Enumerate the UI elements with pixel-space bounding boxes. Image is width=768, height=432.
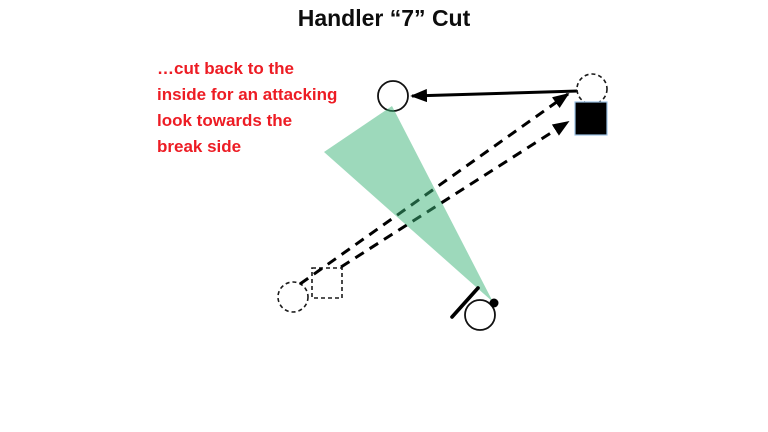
cutter-deep-position-circle	[576, 73, 608, 105]
annotation-text: …cut back to the inside for an attacking…	[157, 56, 337, 160]
cut-back-inside-arrow	[410, 88, 579, 103]
annotation-line-1: …cut back to the	[157, 59, 294, 78]
defender-current-position-square	[574, 101, 608, 136]
marker-force-line	[450, 286, 480, 319]
thrower-circle	[464, 299, 496, 331]
annotation-line-2: inside for an attacking	[157, 85, 338, 104]
defender-upfield-path-arrow	[340, 120, 570, 269]
break-side-throwing-lane-cone	[324, 106, 493, 302]
defender-start-position-square	[311, 267, 343, 299]
annotation-line-3: look towards the	[157, 111, 293, 130]
disc-dot	[489, 298, 499, 308]
cutter-current-position-circle	[377, 80, 409, 112]
slide-title: Handler “7” Cut	[297, 5, 471, 31]
cutter-upfield-path-arrow	[299, 92, 570, 286]
cutter-start-position-circle	[277, 281, 309, 313]
annotation-line-4: break side	[157, 137, 242, 156]
